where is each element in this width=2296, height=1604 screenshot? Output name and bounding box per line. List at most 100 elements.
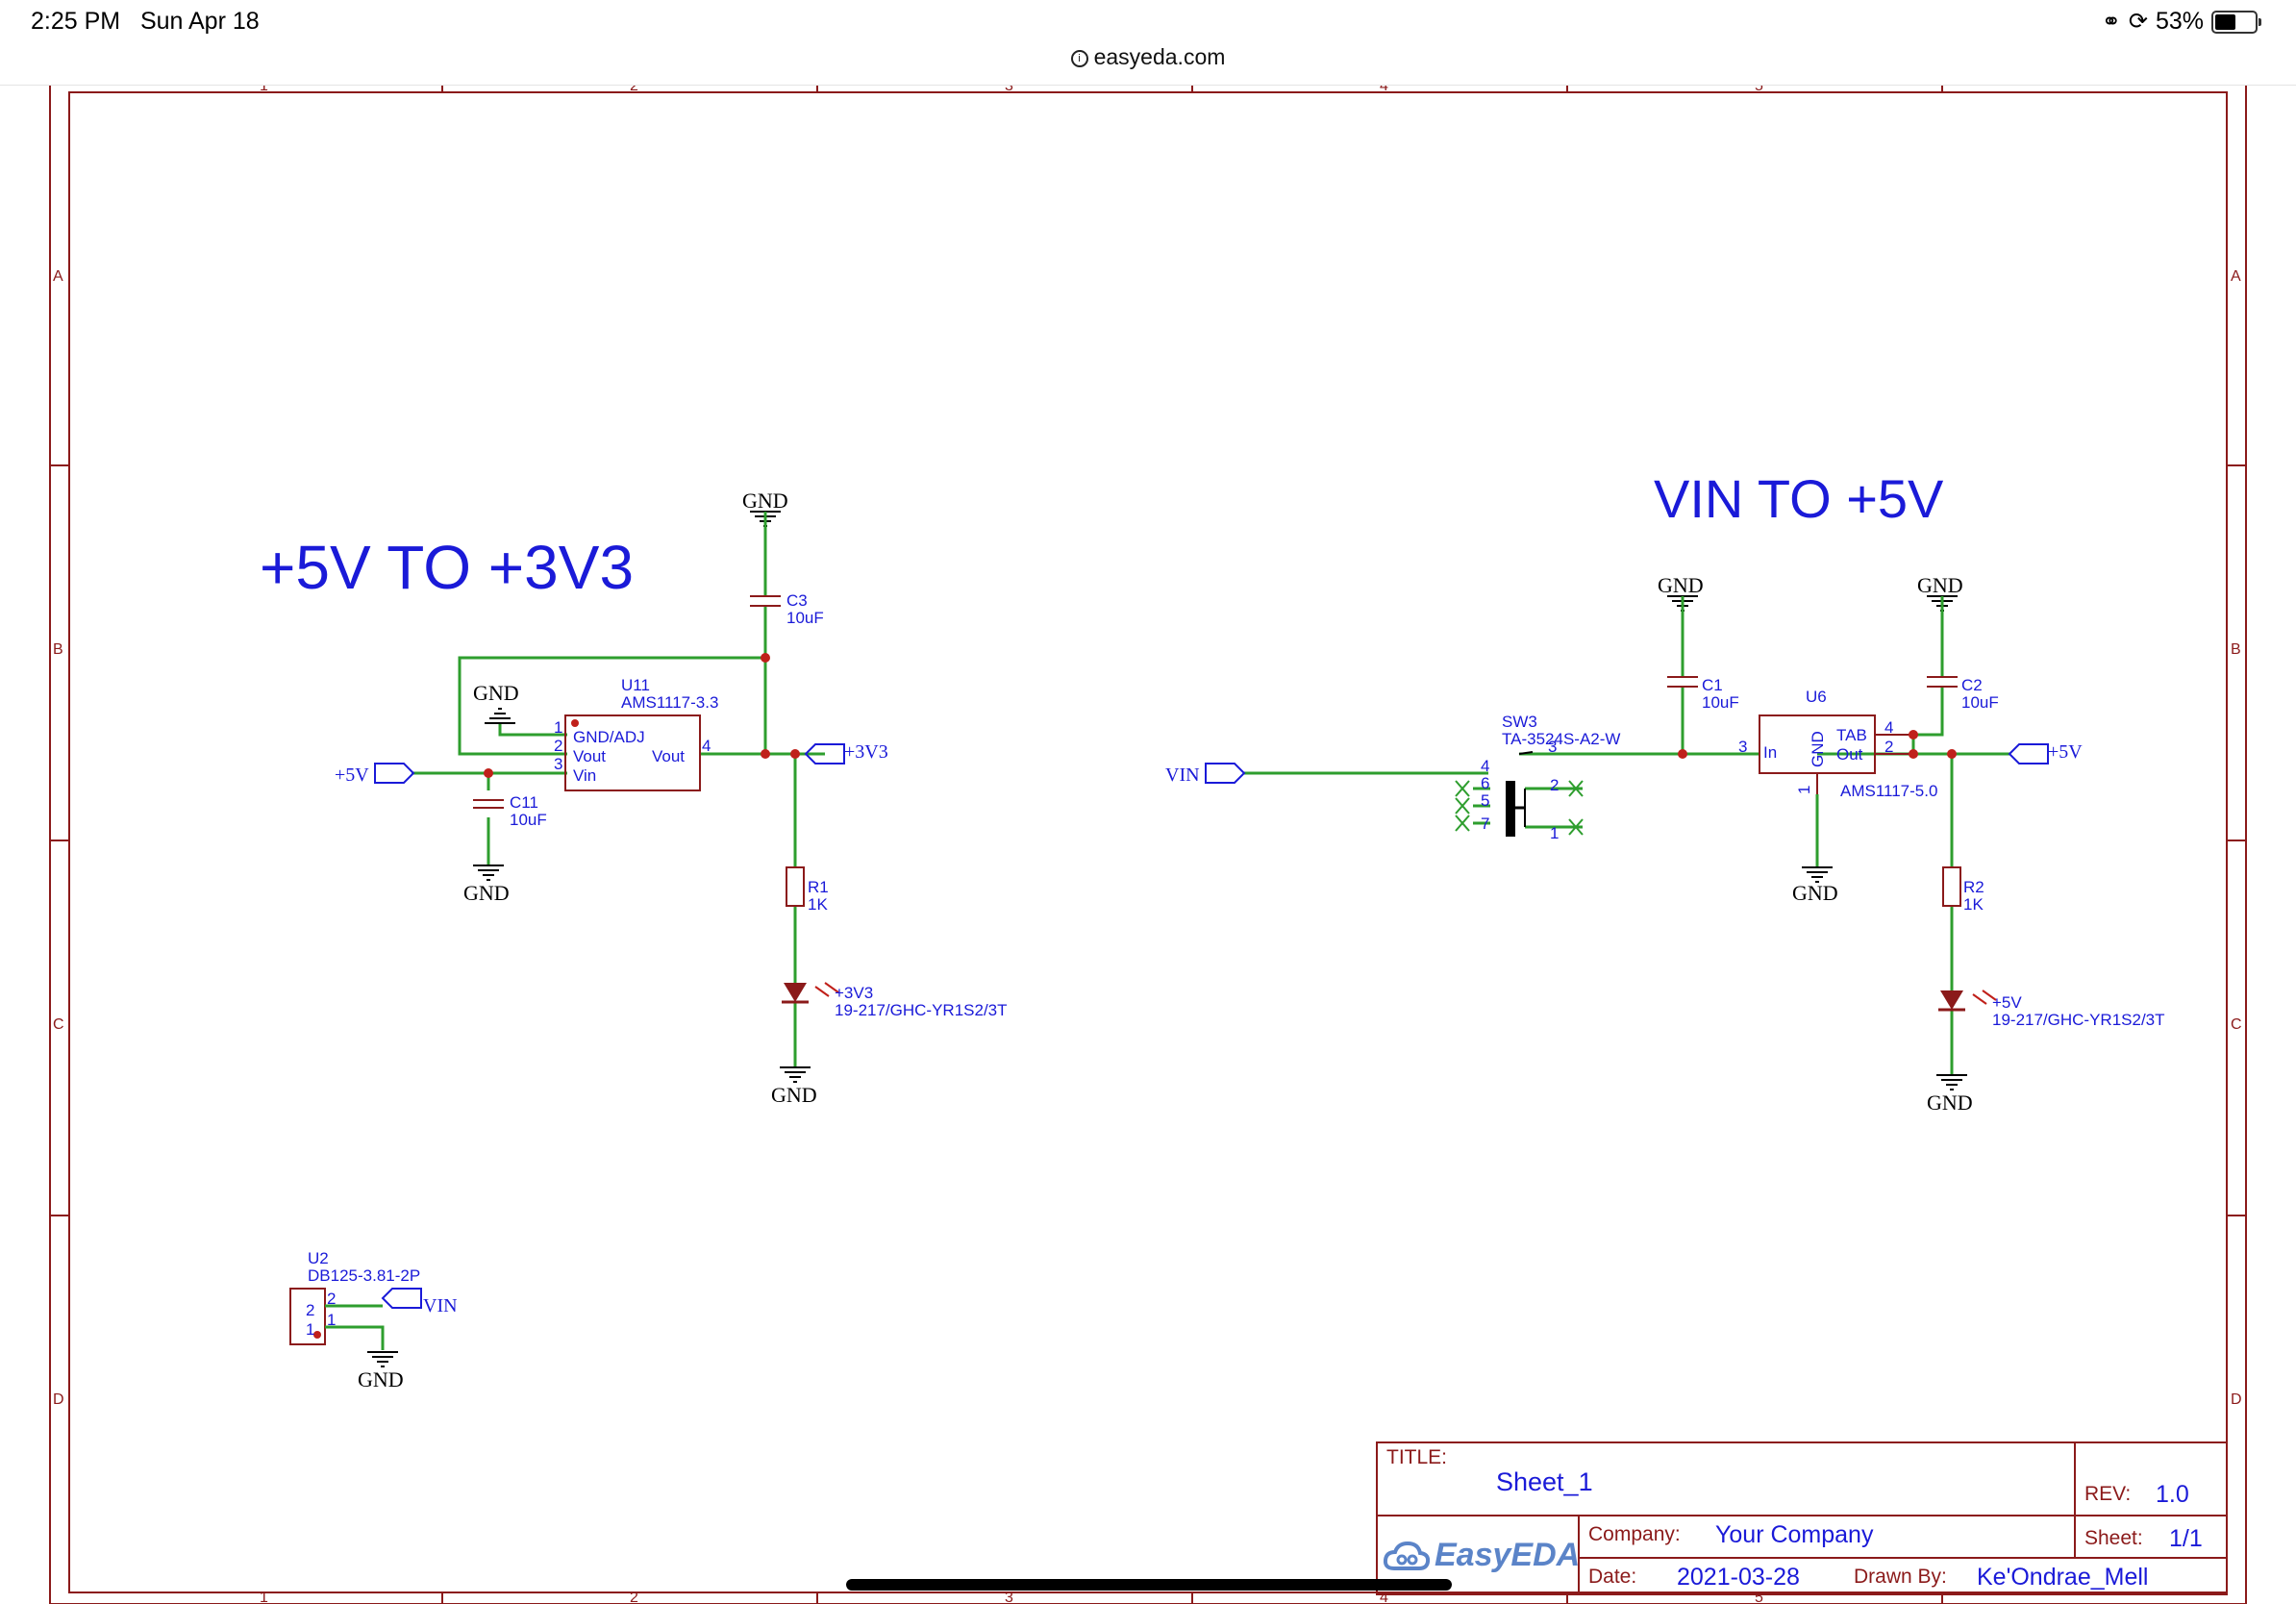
u6-pin-num: 1 [1795,786,1813,794]
u6-pin-num: 3 [1738,738,1747,756]
net-label-gnd: GND [463,881,510,905]
net-label-gnd: GND [1927,1090,1973,1115]
u6-pin-out: Out [1836,745,1863,764]
row-label: D [2231,1391,2242,1408]
sw3-pin-num: 7 [1481,815,1489,833]
net-label-vin: VIN [1165,764,1200,786]
u6-pin-in: In [1763,743,1777,762]
row-label: C [53,1016,64,1033]
led1-part: 19-217/GHC-YR1S2/3T [835,1001,1008,1019]
easyeda-logo: EasyEDA [1383,1537,1580,1574]
u11-pin-vout: Vout [573,747,606,765]
net-label-gnd: GND [358,1367,404,1391]
col-label: 2 [630,1590,638,1604]
wires [1244,612,2009,1075]
r2-value: 1K [1963,895,1984,914]
u2-part: DB125-3.81-2P [308,1266,420,1285]
row-label: C [2231,1016,2242,1033]
row-label: A [2231,268,2241,285]
site-info-icon[interactable]: i [1070,49,1088,67]
net-port-vin [1205,763,1246,784]
col-label: 3 [1005,1590,1013,1604]
col-label: 1 [260,78,268,94]
junctions [484,653,800,778]
sheet-title: Sheet_1 [1496,1467,1593,1496]
title-block: TITLE: Sheet_1 REV: 1.0 Company: Your Co… [1377,1442,2227,1596]
net-label-gnd: GND [1792,881,1838,905]
u2-pin-num: 1 [327,1311,336,1329]
rev-value: 1.0 [2156,1481,2189,1508]
c3-value: 10uF [786,609,824,627]
date-label: Date: [1588,1566,1637,1588]
col-label: 5 [1755,78,1763,94]
net-label-gnd: GND [771,1083,817,1107]
cloud-icon [1383,1541,1431,1570]
junctions [1678,730,1957,759]
frame-labels: 1 2 3 4 5 1 2 3 4 5 A B C D A B C D [53,78,2242,1604]
u6-ref: U6 [1806,688,1827,706]
u6-pin-tab: TAB [1836,726,1867,744]
col-label: 4 [1380,78,1388,94]
u2-pin-num: 2 [327,1290,336,1308]
u2-pin-num: 1 [306,1320,314,1339]
net-label-5v: +5V [2048,741,2083,763]
c1-ref: C1 [1702,676,1723,694]
battery-percent: 53% [2155,8,2204,35]
led2-body [1940,990,1963,1010]
net-label-5v: +5V [335,764,369,786]
company-value: Your Company [1715,1521,1874,1548]
sheet-label: Sheet: [2084,1527,2143,1549]
u2-pin-num: 2 [306,1301,314,1319]
led1-label: +3V3 [835,984,873,1002]
net-port-3v3 [804,743,845,764]
u11-pin-vin: Vin [573,766,596,785]
heading-right: VIN TO +5V [1654,468,1944,529]
u11-ref: U11 [621,676,650,694]
net-label-gnd: GND [1917,573,1963,597]
u6-pin-num: 2 [1884,738,1893,756]
col-label: 5 [1755,1590,1763,1604]
logo-text: EasyEDA [1435,1537,1581,1573]
rev-label: REV: [2084,1483,2132,1505]
circuit-vin-to-5v: GND GND GND GND VIN +5V C1 10uF C2 10uF … [1165,573,2165,1115]
sw3-ref: SW3 [1502,713,1537,731]
u6-pin-num: 4 [1884,718,1893,737]
u11-pin-num: 4 [702,737,711,755]
c2-value: 10uF [1961,693,1999,712]
net-label-vin: VIN [423,1295,458,1316]
net-label-gnd: GND [1658,573,1704,597]
url-text[interactable]: easyeda.com [1093,44,1226,69]
u6-pin-gnd: GND [1809,731,1827,767]
u11-part: AMS1117-3.3 [621,693,718,712]
u6-part: AMS1117-5.0 [1840,782,1937,800]
u2-ref: U2 [308,1249,329,1267]
sw3-pin-num: 4 [1481,757,1489,775]
title-block-frame [1376,1441,2228,1595]
led1-body [784,983,807,1002]
wires [412,527,825,1067]
address-bar[interactable]: i easyeda.com [0,44,2296,70]
title-label: TITLE: [1386,1446,1448,1468]
row-label: B [53,641,63,658]
r1-ref: R1 [808,878,829,896]
link-icon: ⚭ [2101,9,2121,35]
drawn-by-value: Ke'Ondrae_Mell [1977,1564,2149,1591]
net-label-gnd: GND [473,681,519,705]
led2-part: 19-217/GHC-YR1S2/3T [1992,1011,2165,1029]
drawn-by-label: Drawn By: [1854,1566,1947,1588]
status-time: 2:25 PM Sun Apr 18 [31,8,260,35]
date-value: 2021-03-28 [1677,1564,1800,1591]
company-label: Company: [1588,1523,1681,1545]
c3-ref: C3 [786,591,808,610]
sheet-value: 1/1 [2169,1525,2203,1552]
u11-pin-num: 2 [554,737,562,755]
component-lines [473,595,805,907]
c1-value: 10uF [1702,693,1739,712]
sw3-pin-num: 3 [1548,738,1557,756]
net-port-5v [374,763,415,784]
row-label: A [53,268,63,285]
home-indicator[interactable] [846,1579,1452,1591]
sw3-pin-num: 1 [1550,824,1559,842]
